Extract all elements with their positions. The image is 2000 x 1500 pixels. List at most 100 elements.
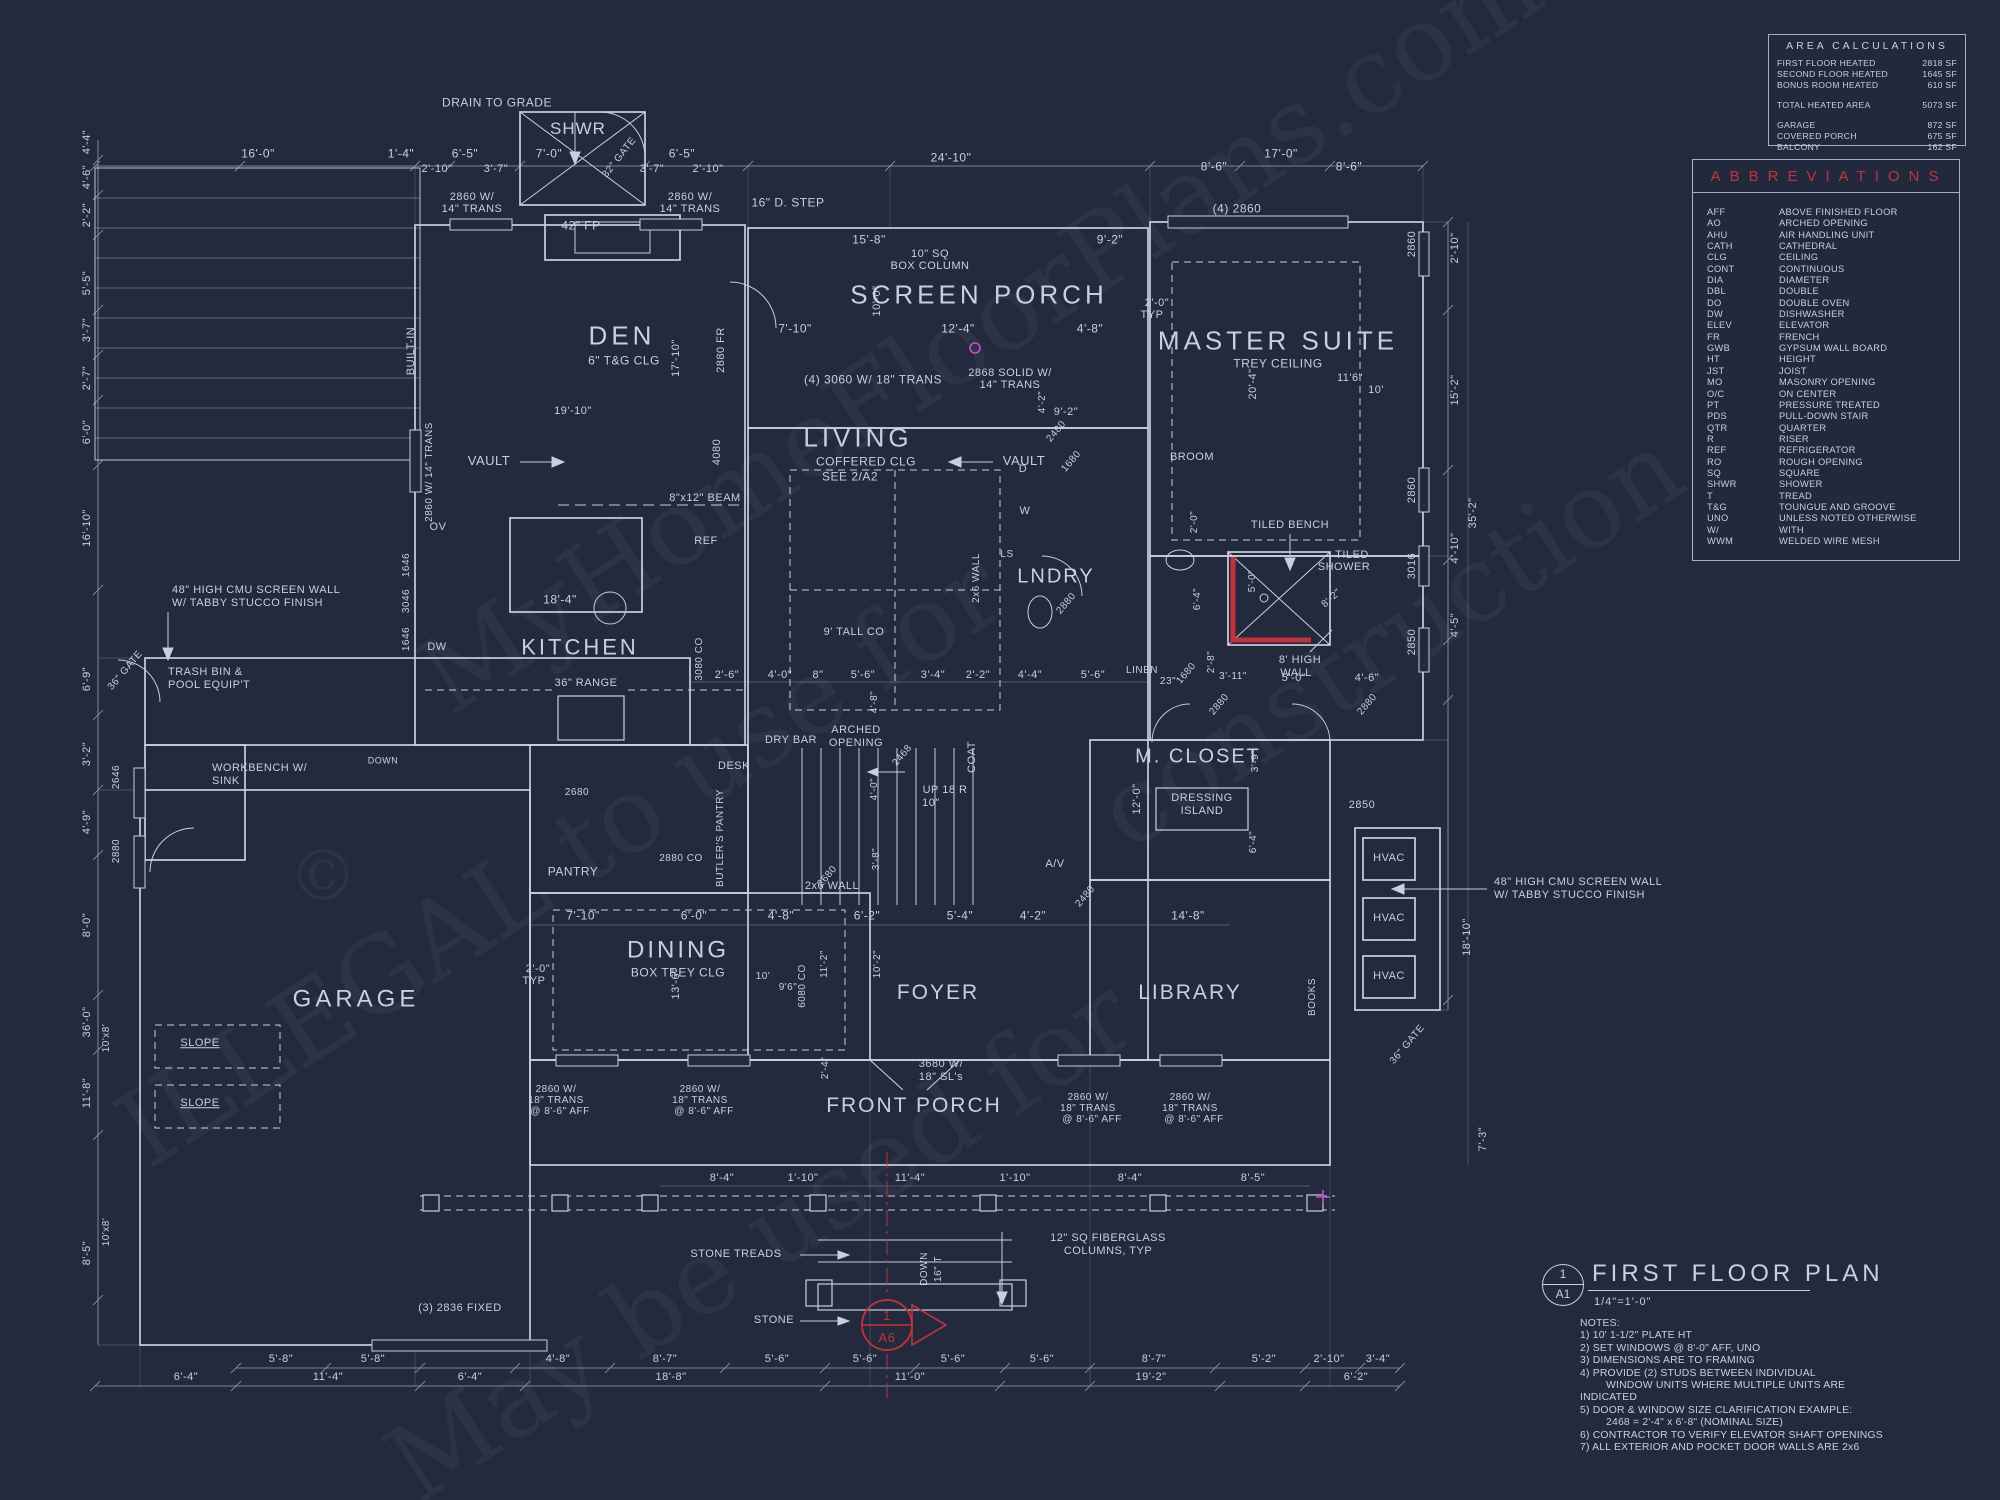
area-calc-row: BONUS ROOM HEATED 610 SF [1777,80,1957,91]
note-line: INDICATED [1580,1392,1638,1404]
plan-label: 6'-0" [81,419,94,445]
plan-label: 10' [1368,384,1384,397]
abbreviation-term: TREAD [1779,490,1813,501]
plan-label: 3'-2" [81,741,94,767]
plan-label: TILED [1335,549,1369,562]
plan-label: WORKBENCH W/ [212,762,308,775]
walls-layer [94,111,1441,1346]
plan-label: 7'-0" [535,146,563,161]
plan-label: 1 [883,1308,891,1324]
plan-label: 10'-0" [871,285,884,317]
plan-label: 2'-0" [525,963,551,976]
plan-label: 3'-9" [1249,749,1261,773]
plan-label: TYP [1140,309,1164,322]
note-line: 5) DOOR & WINDOW SIZE CLARIFICATION EXAM… [1580,1404,1853,1416]
abbreviation-row: T&G TOUNGUE AND GROOVE [1707,502,1949,513]
abbreviations-rows: AFF ABOVE FINISHED FLOOR AO ARCHED OPENI… [1693,193,1959,547]
plan-label: 2860 W/ [1067,1091,1109,1103]
abbreviation-code: CATH [1707,241,1733,252]
abbreviation-row: AO ARCHED OPENING [1707,218,1949,229]
area-calc-value: 610 SF [1927,80,1957,90]
abbreviation-row: T TREAD [1707,491,1949,502]
abbreviation-row: JST JOIST [1707,366,1949,377]
plan-label: STONE [753,1314,795,1327]
abbreviation-term: TOUNGUE AND GROOVE [1779,501,1896,512]
plan-label: 6'-0" [680,908,708,923]
abbreviation-row: DW DISHWASHER [1707,309,1949,320]
abbreviation-term: AIR HANDLING UNIT [1779,229,1875,240]
abbreviation-term: QUARTER [1779,422,1827,433]
abbreviation-term: CEILING [1779,252,1819,263]
abbreviation-row: CONT CONTINUOUS [1707,264,1949,275]
plan-label: 4'-4" [1017,669,1043,682]
plan-label: GARAGE [292,985,420,1013]
abbreviation-row: FR FRENCH [1707,332,1949,343]
plan-label: LINEN [1126,664,1158,676]
plan-label: SLOPE [180,1097,220,1110]
plan-label: 8" [812,669,824,682]
plan-label: A/V [1045,858,1065,871]
plan-label: HVAC [1373,852,1405,865]
abbreviation-term: DOUBLE [1779,286,1820,297]
plan-label: 3046 [400,588,412,614]
area-calculations-title: AREA CALCULATIONS [1786,40,1948,52]
plan-label: 1646 [400,626,412,652]
plan-label: 5'-8" [268,1353,294,1366]
plan-label: 2860 W/ [535,1083,577,1095]
plan-label: 48" HIGH CMU SCREEN WALL [172,584,341,597]
plan-label: 3680 W/ [918,1058,964,1071]
plan-label: PANTRY [547,864,599,879]
plan-label: 3'-7" [483,163,509,176]
abbreviation-code: HT [1707,354,1720,365]
plan-label: 2850 [1348,799,1376,812]
abbreviation-row: REF REFRIGERATOR [1707,445,1949,456]
dashed-layer [154,261,1361,1211]
abbreviation-code: ELEV [1707,320,1732,331]
plan-label: 36" RANGE [554,677,618,690]
plan-label: 2680 [564,786,590,798]
abbreviation-term: WITH [1779,524,1804,535]
plan-label: 2860 W/ 14" TRANS [423,422,435,522]
plan-label: 4'-4" [81,129,94,155]
plan-label: 3016 [1406,552,1419,580]
plan-label: 5'-6" [940,1353,966,1366]
abbreviation-term: SQUARE [1779,467,1821,478]
plan-label: 36'-0" [81,1006,94,1038]
abbreviation-row: QTR QUARTER [1707,423,1949,434]
plan-label: 8' HIGH [1278,654,1322,667]
plan-label: 8'-5" [81,1240,94,1266]
plan-label: @ 8'-6" AFF [1164,1113,1224,1125]
plan-label: 2'-2" [81,202,94,228]
plan-label: ISLAND [1180,805,1224,818]
plan-label: SHWR [550,119,606,139]
plan-label: 35'-2" [1467,497,1480,529]
abbreviation-code: AO [1707,218,1722,229]
abbreviation-term: UNLESS NOTED OTHERWISE [1779,513,1917,524]
abbreviation-term: ABOVE FINISHED FLOOR [1779,207,1898,217]
plan-label: COFFERED CLG [815,454,917,469]
abbreviation-term: CONTINUOUS [1779,263,1845,274]
plan-label: LS [1000,548,1014,560]
abbreviation-row: CLG CEILING [1707,252,1949,263]
plan-label: 11'-4" [312,1371,344,1384]
abbreviation-term: ARCHED OPENING [1779,218,1868,229]
plan-label: FRONT PORCH [826,1093,1002,1117]
abbreviation-code: SQ [1707,467,1722,478]
plan-label: 7'-10" [778,321,812,336]
plan-label: 7'-10" [566,908,600,923]
abbreviation-row: AFF ABOVE FINISHED FLOOR [1707,207,1949,218]
plan-label: 5'-6" [850,669,876,682]
abbreviation-row: O/C ON CENTER [1707,389,1949,400]
area-calc-row: SECOND FLOOR HEATED 1645 SF [1777,69,1957,80]
area-calc-value: 1645 SF [1922,69,1957,79]
abbreviation-row: PT PRESSURE TREATED [1707,400,1949,411]
plan-label: 10'x8' [100,1217,112,1247]
plan-label: 4'-6" [1354,672,1380,685]
abbreviation-row: WWM WELDED WIRE MESH [1707,536,1949,547]
plan-label: 4'-2" [1019,908,1047,923]
plan-label: 9' TALL CO [823,626,885,639]
plan-label: 2880 CO [659,852,703,864]
plan-label: W/ TABBY STUCCO FINISH [1494,889,1645,902]
